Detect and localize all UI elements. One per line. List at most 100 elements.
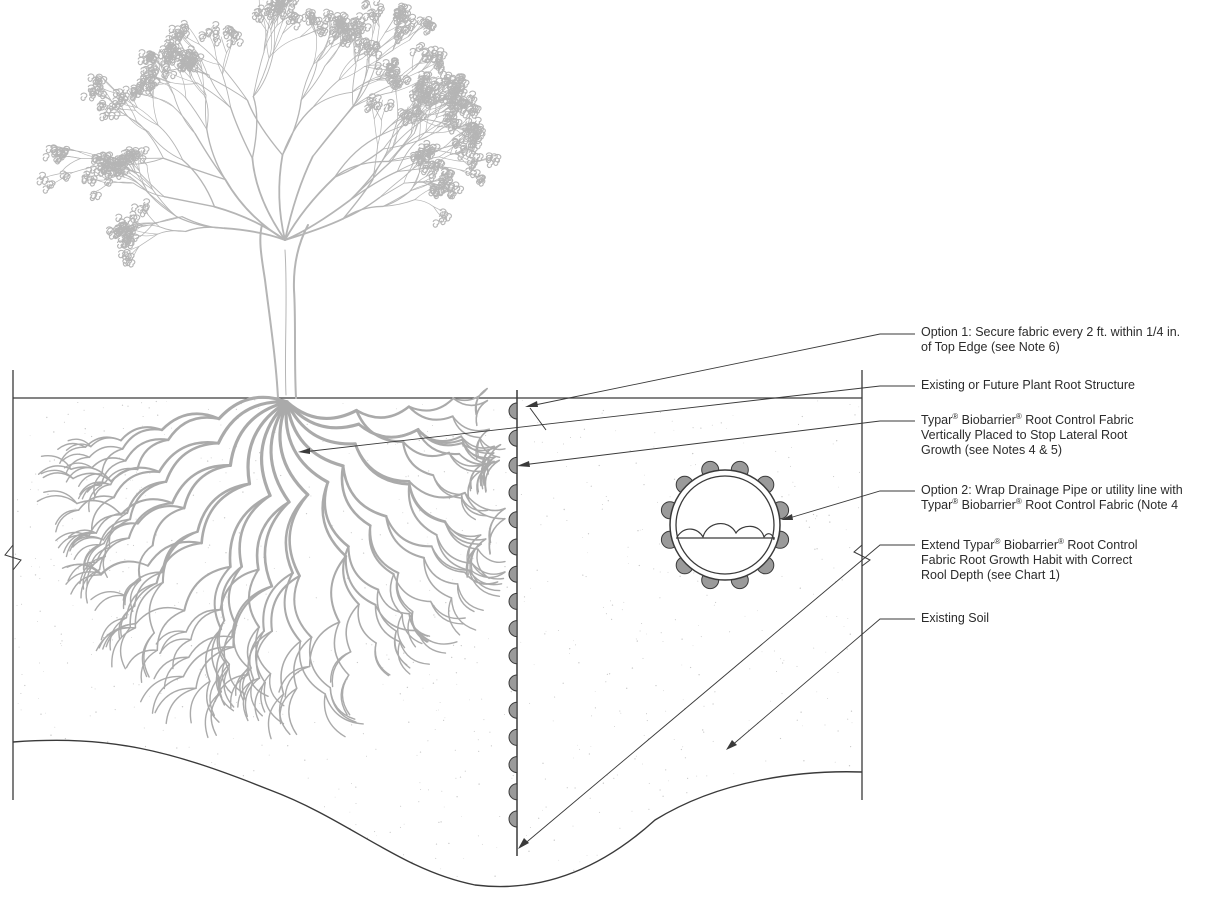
soil-speckle: [443, 720, 444, 721]
leaf-cluster: [446, 214, 452, 221]
callout-root-structure: Existing or Future Plant Root Structure: [921, 378, 1135, 393]
soil-speckle: [255, 805, 256, 806]
soil-speckle: [397, 443, 398, 444]
soil-speckle: [399, 499, 400, 500]
soil-speckle: [627, 556, 628, 557]
soil-speckle: [651, 852, 652, 853]
soil-speckle: [528, 851, 529, 852]
soil-speckle: [444, 807, 445, 808]
soil-speckle: [661, 632, 662, 633]
soil-speckle: [715, 602, 716, 603]
soil-speckle: [449, 610, 450, 611]
soil-speckle: [253, 770, 254, 771]
soil-speckle: [461, 554, 462, 555]
barrier-fastener: [509, 702, 517, 718]
soil-speckle: [356, 803, 357, 804]
leaf-cluster: [365, 24, 371, 31]
soil-speckle: [836, 440, 837, 441]
soil-speckle: [603, 607, 604, 608]
soil-speckle: [57, 860, 58, 861]
soil-speckle: [338, 789, 339, 790]
soil-speckle: [156, 401, 157, 402]
soil-speckle: [530, 588, 531, 589]
soil-speckle: [557, 452, 558, 453]
soil-speckle: [786, 851, 787, 852]
soil-speckle: [721, 422, 722, 423]
soil-speckle: [597, 855, 598, 856]
soil-speckle: [21, 709, 22, 710]
soil-speckle: [693, 572, 694, 573]
soil-speckle: [690, 667, 691, 668]
soil-speckle: [127, 800, 128, 801]
soil-speckle: [351, 724, 352, 725]
soil-speckle: [511, 691, 512, 692]
soil-speckle: [526, 835, 527, 836]
root-segment: [325, 482, 349, 546]
soil-speckle: [852, 722, 853, 723]
soil-speckle: [511, 778, 512, 779]
soil-speckle: [646, 713, 647, 714]
soil-speckle: [815, 518, 816, 519]
root-segment: [285, 666, 310, 697]
soil-speckle: [833, 476, 834, 477]
soil-speckle: [286, 818, 287, 819]
tree-branch: [378, 120, 382, 145]
soil-speckle: [436, 710, 437, 711]
soil-speckle: [172, 819, 173, 820]
tree-trunk-left: [260, 225, 278, 398]
tree-branch: [153, 190, 177, 217]
soil-speckle: [709, 845, 710, 846]
soil-speckle: [100, 828, 101, 829]
soil-speckle: [545, 779, 546, 780]
soil-speckle: [858, 407, 859, 408]
soil-speckle: [777, 471, 778, 472]
arrowhead-option-1: [525, 401, 538, 407]
soil-speckle: [632, 811, 633, 812]
leaf-cluster: [43, 154, 49, 161]
root-segment: [168, 417, 219, 439]
soil-speckle: [582, 574, 583, 575]
soil-speckle: [433, 683, 434, 684]
soil-speckle: [90, 715, 91, 716]
soil-speckle: [28, 789, 29, 790]
soil-speckle: [77, 402, 78, 403]
tree-branch: [161, 82, 186, 98]
soil-speckle: [40, 611, 41, 612]
soil-speckle: [420, 751, 421, 752]
soil-speckle: [73, 605, 74, 606]
soil-speckle: [152, 803, 153, 804]
soil-speckle: [47, 494, 48, 495]
soil-speckle: [226, 596, 227, 597]
soil-speckle: [794, 486, 795, 487]
soil-speckle: [367, 460, 368, 461]
soil-speckle: [203, 846, 204, 847]
soil-speckle: [448, 843, 449, 844]
soil-speckle: [171, 428, 172, 429]
soil-speckle: [390, 832, 391, 833]
callout-barrier-fabric-line-1: Typar® Biobarrier® Root Control Fabric: [921, 413, 1134, 428]
soil-speckle: [147, 542, 148, 543]
soil-speckle: [276, 631, 277, 632]
soil-speckle: [696, 776, 697, 777]
leaf-cluster: [143, 147, 149, 154]
soil-speckle: [225, 472, 226, 473]
soil-speckle: [485, 435, 486, 436]
soil-speckle: [813, 514, 814, 515]
soil-speckle: [35, 474, 36, 475]
soil-speckle: [806, 520, 807, 521]
soil-speckle: [595, 707, 596, 708]
soil-speckle: [687, 778, 688, 779]
soil-speckle: [712, 425, 713, 426]
soil-speckle: [636, 756, 637, 757]
soil-speckle: [78, 568, 79, 569]
barrier-fastener: [509, 566, 517, 582]
soil-speckle: [428, 470, 429, 471]
soil-speckle: [728, 795, 729, 796]
soil-speckle: [277, 872, 278, 873]
soil-speckle: [441, 791, 442, 792]
soil-speckle: [703, 732, 704, 733]
soil-speckle: [833, 837, 834, 838]
plant-root-structure: [37, 389, 505, 739]
soil-speckle: [455, 778, 456, 779]
root-segment: [257, 502, 289, 570]
